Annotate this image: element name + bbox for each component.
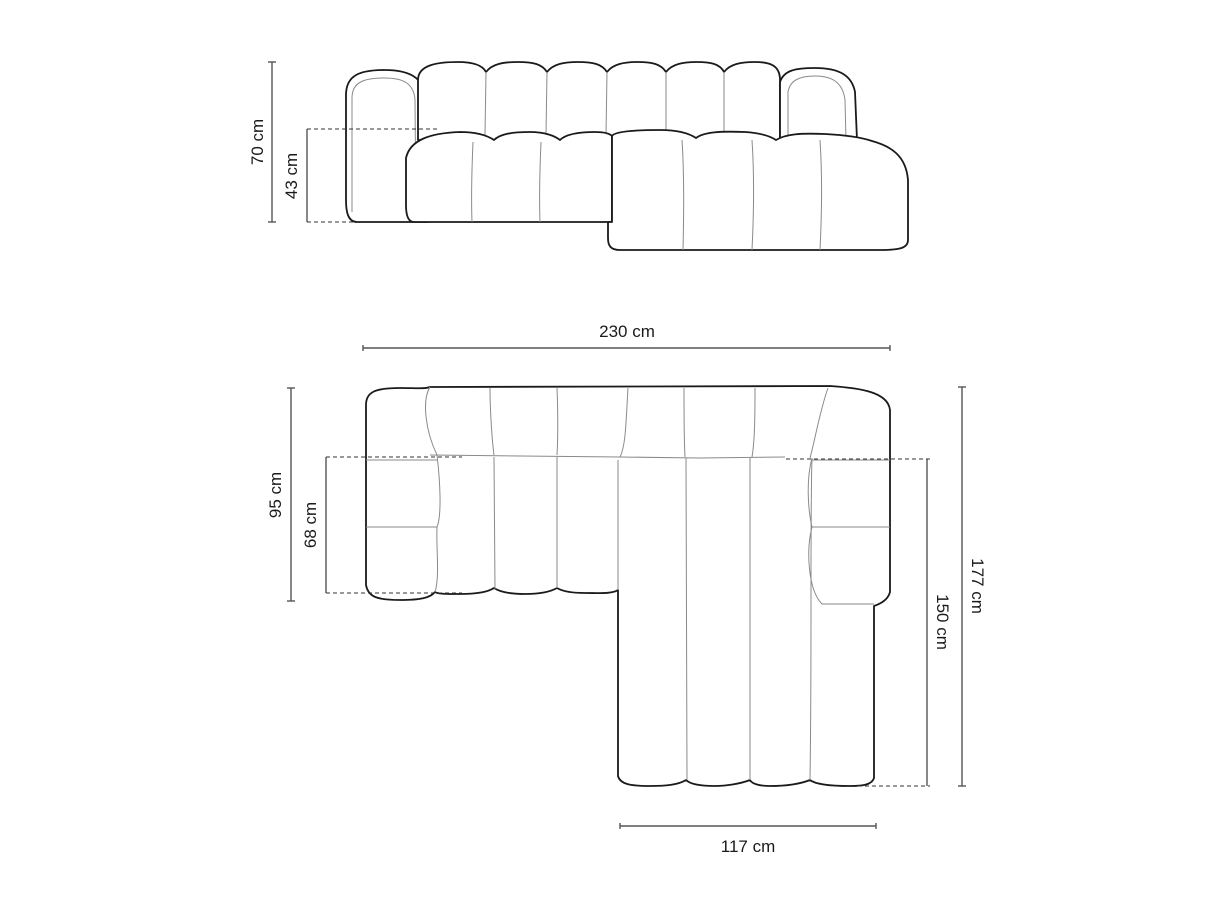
front-right-armrest <box>779 67 858 141</box>
top-width-label: 230 cm <box>599 322 655 341</box>
front-height-label: 70 cm <box>248 119 267 165</box>
front-backrest <box>417 61 781 141</box>
top-depth-label: 95 cm <box>266 472 285 518</box>
chaise-length-label: 177 cm <box>968 558 987 614</box>
front-chaise <box>607 129 909 251</box>
front-view <box>268 61 909 251</box>
front-seat-left <box>405 131 613 223</box>
chaise-seat-length-label: 150 cm <box>933 594 952 650</box>
top-seat-depth-label: 68 cm <box>301 502 320 548</box>
top-view <box>287 345 966 829</box>
chaise-width-label: 117 cm <box>721 837 776 856</box>
top-sofa-outline <box>365 385 891 787</box>
front-seat-height-label: 43 cm <box>282 153 301 199</box>
